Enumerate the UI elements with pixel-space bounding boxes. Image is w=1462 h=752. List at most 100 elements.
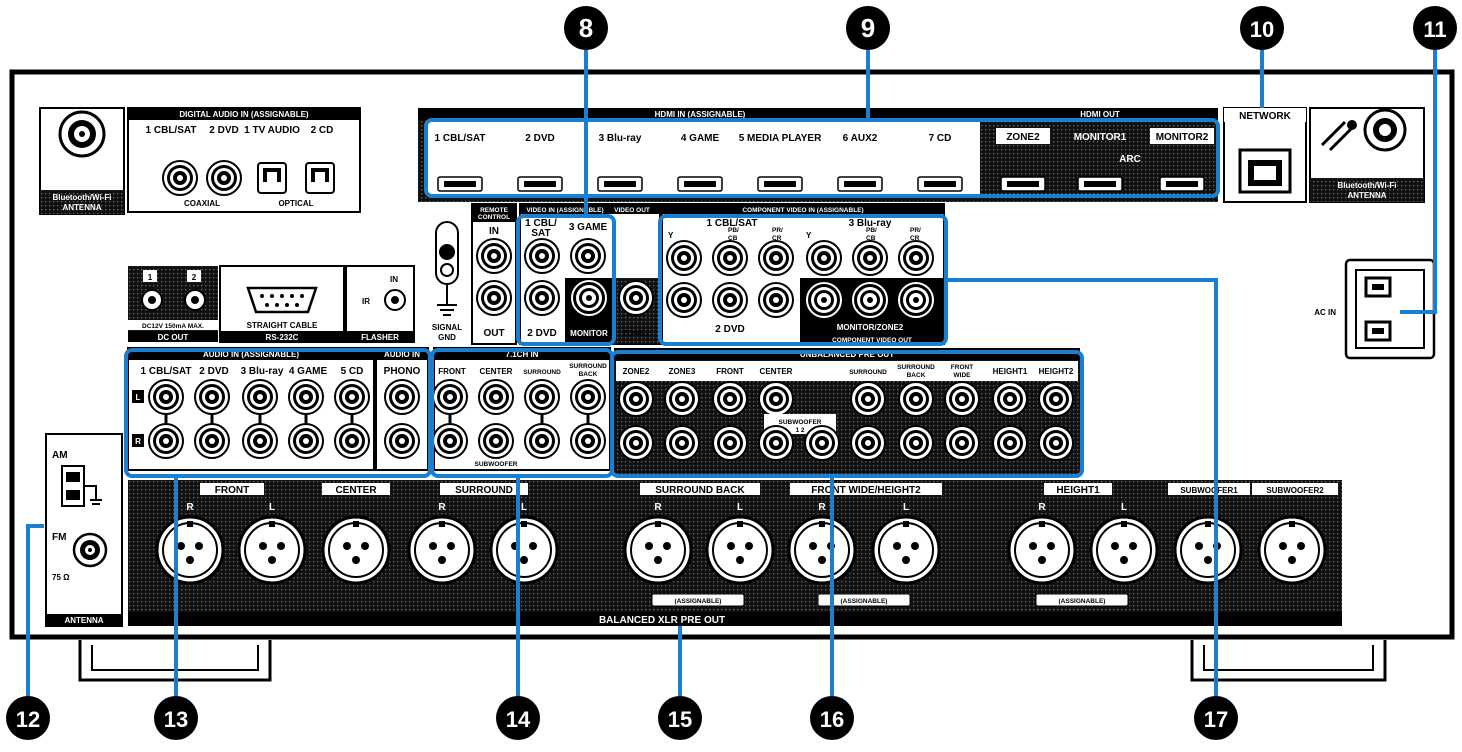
xlr-surround-back-l-jack[interactable]: [705, 515, 775, 585]
phono-l-jack[interactable]: [384, 379, 420, 415]
phono-r-jack[interactable]: [384, 423, 420, 459]
component-out-y-jack[interactable]: [806, 282, 842, 318]
bt-antenna-label-1: Bluetooth/Wi-Fi: [52, 193, 111, 202]
audio-in-l-jack[interactable]: [242, 379, 278, 415]
hdmi-in-port[interactable]: [597, 176, 643, 192]
pre-out-front-l-jack[interactable]: [712, 381, 748, 417]
coaxial-jack-2[interactable]: [206, 160, 242, 196]
audio-in-phono-section: AUDIO IN PHONO: [375, 347, 429, 471]
pre-out-center-jack[interactable]: [758, 381, 794, 417]
xlr-fw-r-jack[interactable]: [787, 515, 857, 585]
bluetooth-antenna-right: Bluetooth/Wi-Fi ANTENNA: [1309, 107, 1425, 203]
pre-out-height2-l-jack[interactable]: [1038, 381, 1074, 417]
pre-out-zone3-l-jack[interactable]: [664, 381, 700, 417]
callout-16: 16: [810, 696, 854, 740]
audio-in-l-jack[interactable]: [148, 379, 184, 415]
xlr-subwoofer1-jack[interactable]: [1173, 515, 1243, 585]
video-out-monitor-jack[interactable]: [571, 280, 607, 316]
pre-out-height1-l-jack[interactable]: [992, 381, 1028, 417]
audio-in-l-jack[interactable]: [288, 379, 324, 415]
xlr-surround-back-r-jack[interactable]: [623, 515, 693, 585]
remote-out-jack[interactable]: [476, 280, 512, 316]
ch71-sb-r-jack[interactable]: [570, 423, 606, 459]
audio-in-r-jack[interactable]: [194, 423, 230, 459]
optical-jack-1[interactable]: [257, 162, 287, 194]
pre-out-sb-l-jack[interactable]: [898, 381, 934, 417]
audio-in-l-jack[interactable]: [194, 379, 230, 415]
ch71-front-l-jack[interactable]: [432, 379, 468, 415]
xlr-front-r-jack[interactable]: [155, 515, 225, 585]
component-in1-y-jack[interactable]: [666, 240, 702, 276]
component-in3-pr-jack[interactable]: [898, 240, 934, 276]
coaxial-jack-1[interactable]: [162, 160, 198, 196]
audio-in-l-jack[interactable]: [334, 379, 370, 415]
component-in1-pr-jack[interactable]: [758, 240, 794, 276]
remote-out-label: OUT: [483, 328, 504, 339]
component-in3-pb-jack[interactable]: [852, 240, 888, 276]
hdmi-in-port[interactable]: [837, 176, 883, 192]
xlr-surround-l-jack[interactable]: [489, 515, 559, 585]
pre-out-zone2-r-jack[interactable]: [618, 425, 654, 461]
video-in3-label: 3 GAME: [569, 222, 608, 233]
rs232c-port-icon[interactable]: [246, 286, 318, 314]
pre-out-height1-r-jack[interactable]: [992, 425, 1028, 461]
ch71-subwoofer-jack[interactable]: [478, 423, 514, 459]
hdmi-in-label: 7 CD: [929, 133, 952, 144]
video-in1-jack[interactable]: [524, 238, 560, 274]
video-in2-jack[interactable]: [524, 280, 560, 316]
bt-antenna-label-2: ANTENNA: [1347, 191, 1386, 200]
remote-in-jack[interactable]: [476, 238, 512, 274]
xlr-height1-label: HEIGHT1: [1056, 485, 1100, 496]
flasher-in-label: IN: [390, 275, 398, 284]
ch71-sb-l-jack[interactable]: [570, 379, 606, 415]
pre-out-fw-r-jack[interactable]: [944, 425, 980, 461]
pre-out-subwoofer2-jack[interactable]: [804, 425, 840, 461]
video-out-zone2-jack[interactable]: [618, 280, 654, 316]
video-in3-jack[interactable]: [570, 238, 606, 274]
unbalanced-fw-label: FRONT: [951, 364, 973, 371]
ch71-surround-l-jack[interactable]: [524, 379, 560, 415]
optical-jack-2[interactable]: [305, 162, 335, 194]
ch71-front-r-jack[interactable]: [432, 423, 468, 459]
pre-out-surround-r-jack[interactable]: [850, 425, 886, 461]
hdmi-in-port[interactable]: [437, 176, 483, 192]
xlr-center-jack[interactable]: [321, 515, 391, 585]
xlr-subwoofer2-jack[interactable]: [1257, 515, 1327, 585]
component-out-pb-jack[interactable]: [852, 282, 888, 318]
xlr-height1-l-jack[interactable]: [1089, 515, 1159, 585]
hdmi-in-port[interactable]: [757, 176, 803, 192]
component-in3-y-jack[interactable]: [806, 240, 842, 276]
audio-in-r-jack[interactable]: [334, 423, 370, 459]
hdmi-out-port-monitor1[interactable]: [1077, 176, 1123, 192]
pre-out-zone3-r-jack[interactable]: [664, 425, 700, 461]
component-out-pr-jack[interactable]: [898, 282, 934, 318]
audio-in-r-jack[interactable]: [288, 423, 324, 459]
component-in2-y-jack[interactable]: [666, 282, 702, 318]
component-pr-label: PR/: [910, 227, 921, 234]
pre-out-zone2-l-jack[interactable]: [618, 381, 654, 417]
component-in2-pr-jack[interactable]: [758, 282, 794, 318]
pre-out-subwoofer1-jack[interactable]: [758, 425, 794, 461]
hdmi-in-port[interactable]: [917, 176, 963, 192]
pre-out-front-r-jack[interactable]: [712, 425, 748, 461]
pre-out-sb-r-jack[interactable]: [898, 425, 934, 461]
hdmi-out-port-monitor2[interactable]: [1159, 176, 1205, 192]
component-in1-pb-jack[interactable]: [712, 240, 748, 276]
hdmi-in-port[interactable]: [517, 176, 563, 192]
pre-out-surround-l-jack[interactable]: [850, 381, 886, 417]
ch71-center-jack[interactable]: [478, 379, 514, 415]
xlr-l-label: L: [903, 502, 909, 513]
xlr-surround-r-jack[interactable]: [407, 515, 477, 585]
ch71-surround-r-jack[interactable]: [524, 423, 560, 459]
xlr-front-l-jack[interactable]: [237, 515, 307, 585]
pre-out-height2-r-jack[interactable]: [1038, 425, 1074, 461]
xlr-height1-r-jack[interactable]: [1007, 515, 1077, 585]
xlr-fw-l-jack[interactable]: [871, 515, 941, 585]
signal-gnd: SIGNAL GND: [432, 221, 462, 342]
audio-in-r-jack[interactable]: [242, 423, 278, 459]
component-in2-pb-jack[interactable]: [712, 282, 748, 318]
pre-out-fw-l-jack[interactable]: [944, 381, 980, 417]
audio-in-r-jack[interactable]: [148, 423, 184, 459]
hdmi-out-port-zone2[interactable]: [1000, 176, 1046, 192]
hdmi-in-port[interactable]: [677, 176, 723, 192]
